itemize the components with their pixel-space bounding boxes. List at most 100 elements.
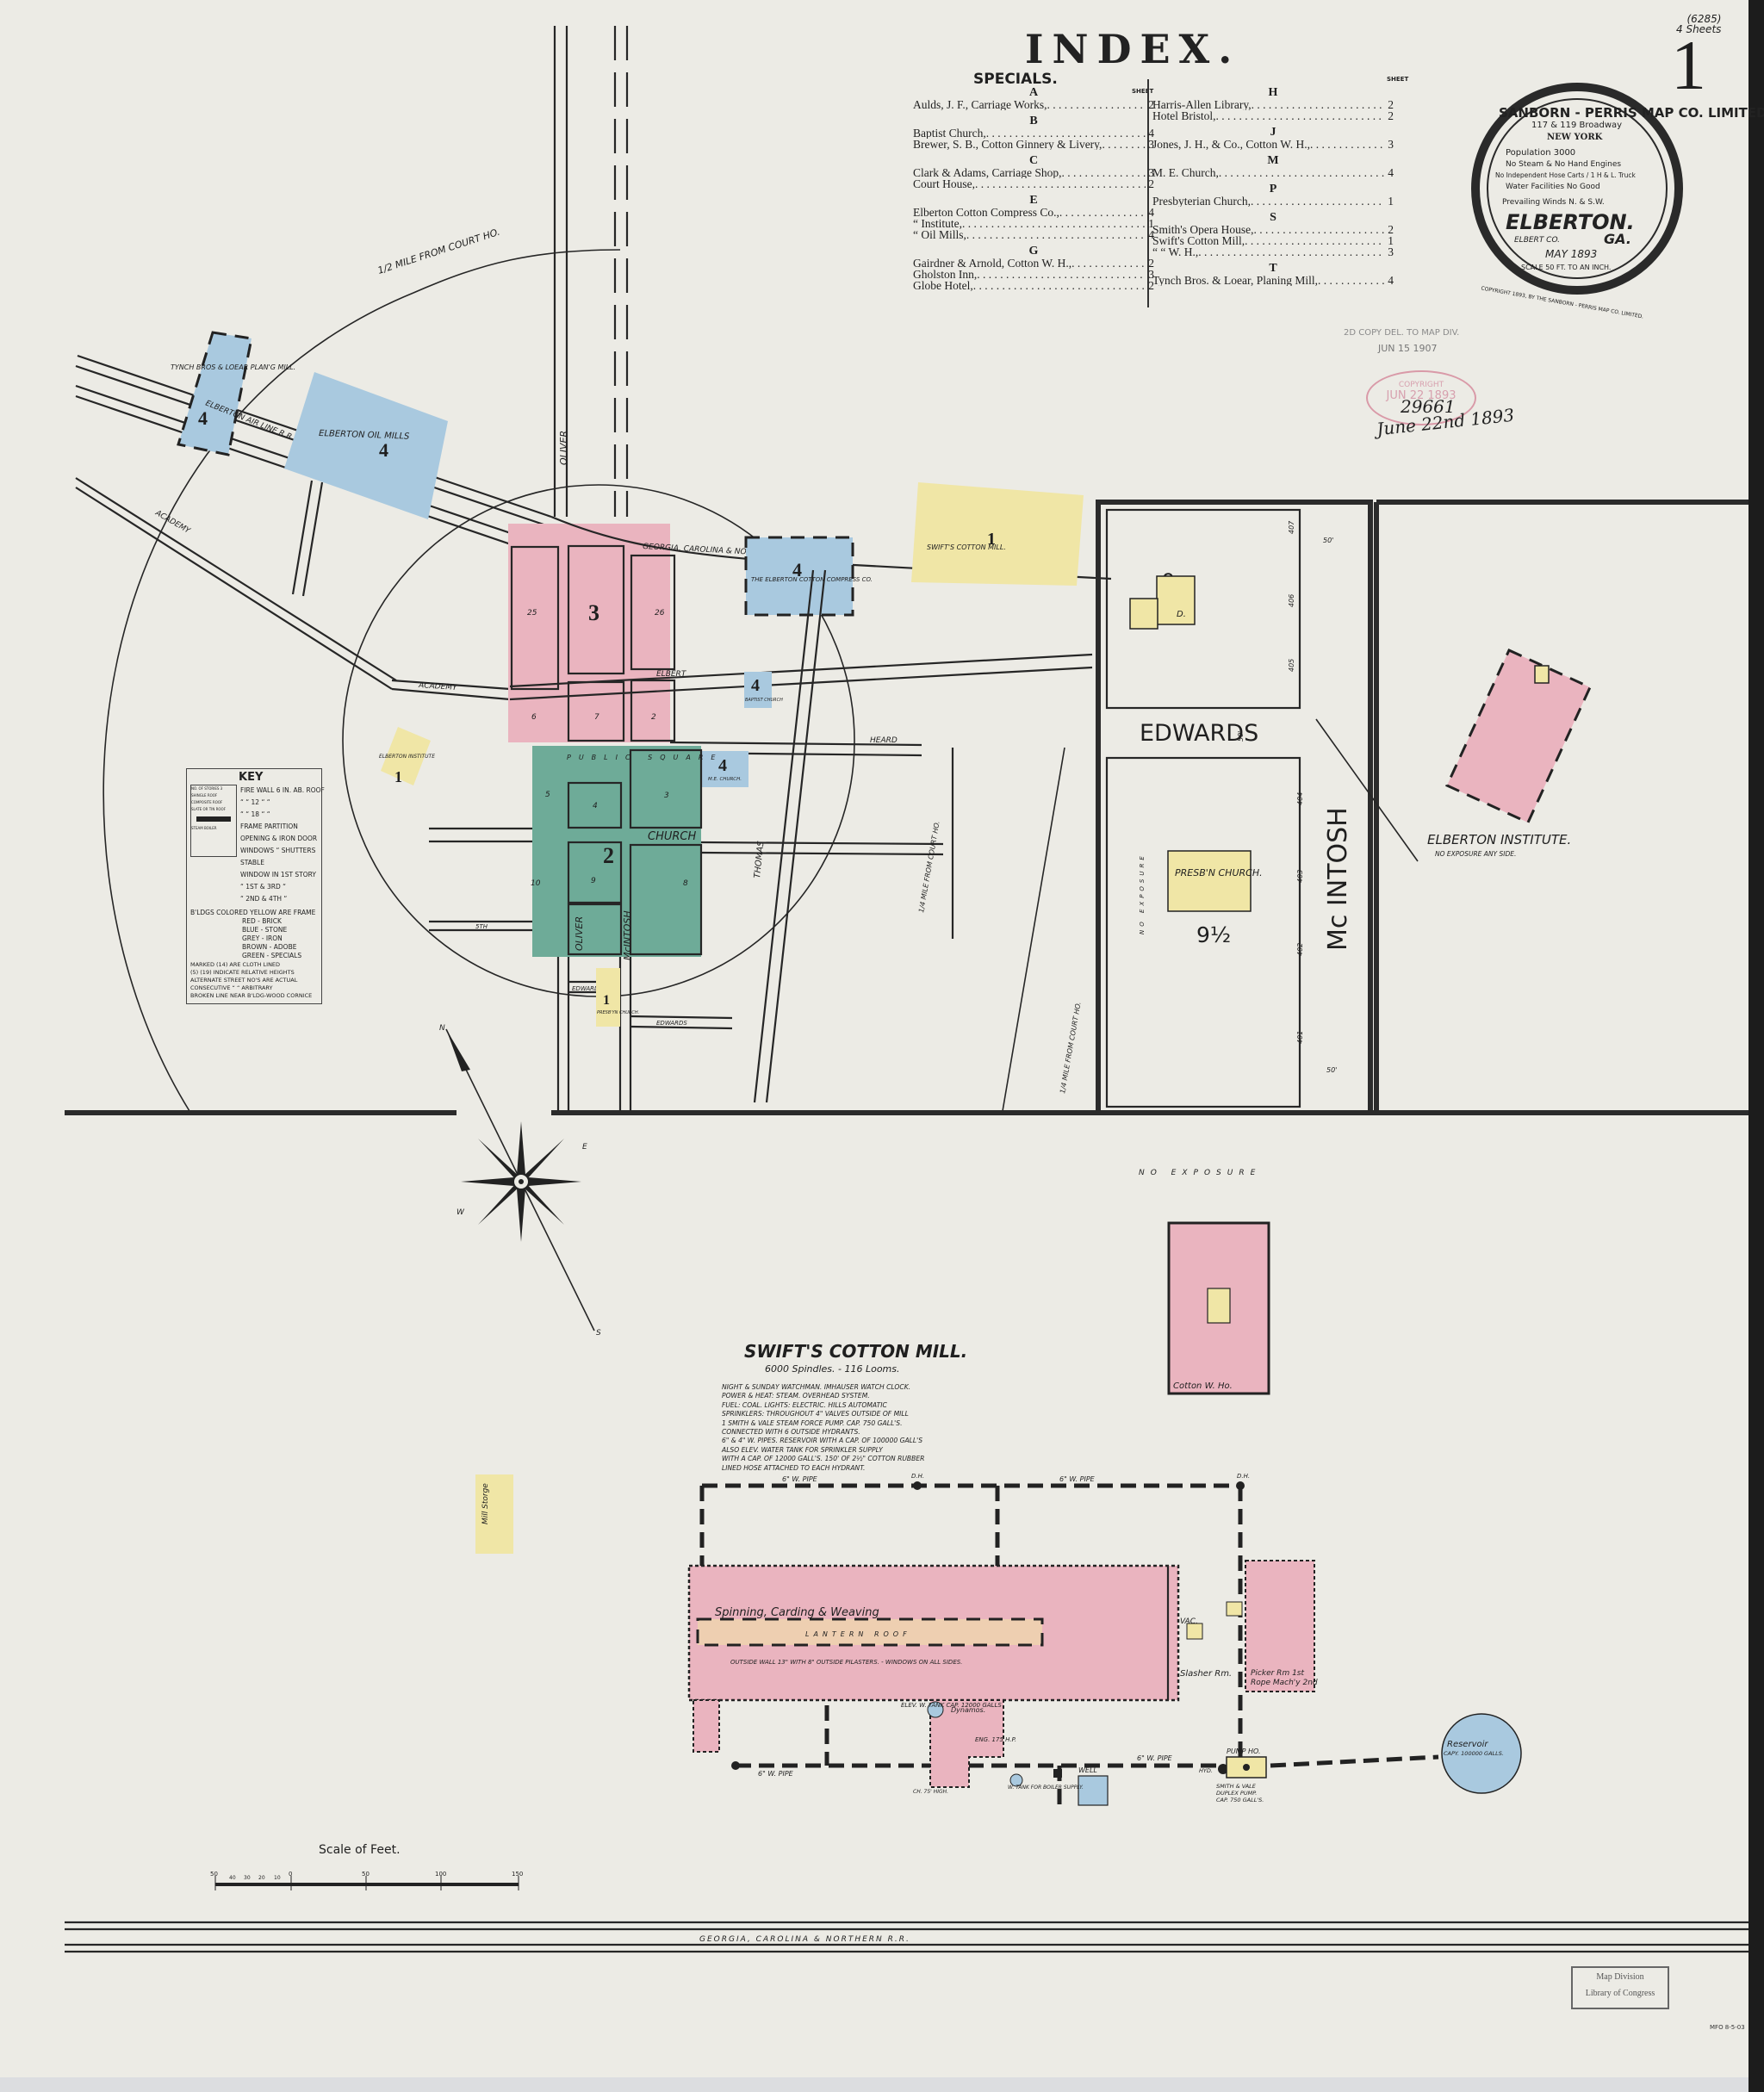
- key-symbol-label: SLATE OR TIN ROOF: [191, 807, 226, 811]
- house-number: 404: [1296, 792, 1304, 805]
- index-entry-name: Gholston Inn,: [913, 269, 978, 280]
- academy-road: [75, 487, 393, 690]
- key-note: MARKED (14) ARE CLOTH LINED: [190, 961, 281, 968]
- bridge-icon: [1226, 1601, 1243, 1617]
- block-number: 3: [664, 791, 669, 800]
- key-row: “ “ 18 “ “: [240, 810, 270, 818]
- key-row: “ 2ND & 4TH “: [240, 895, 288, 903]
- sheet-ref-oil-mills: 4: [379, 439, 388, 461]
- copyright-stamp-date: JUN 22 1893: [1386, 389, 1457, 402]
- key-row: FIRE WALL 6 IN. AB. ROOF: [240, 786, 325, 794]
- mill-subtitle: 6000 Spindles. - 116 Looms.: [765, 1363, 900, 1375]
- copyright-stamp-label: COPYRIGHT: [1398, 381, 1444, 389]
- index-entry-name: Swift's Cotton Mill,: [1152, 235, 1245, 246]
- index-leader-dots: [1071, 258, 1146, 269]
- picker-room: [1245, 1560, 1315, 1692]
- mill-note: Also Elev. Water Tank for Sprinkler Supp…: [722, 1445, 883, 1454]
- index-leader-dots: [973, 280, 1146, 291]
- pipe-label: 6" W. PIPE: [758, 1770, 794, 1778]
- elev-tank: [927, 1701, 944, 1718]
- mill-main-label: Spinning, Carding & Weaving: [715, 1606, 879, 1619]
- svg-text:S: S: [596, 1329, 601, 1338]
- sheet-number: 1: [1671, 26, 1706, 104]
- index-entry: Presbyterian Church,1: [1152, 196, 1394, 207]
- well-label: WELL: [1078, 1766, 1097, 1774]
- seal-population: Population 3000: [1506, 148, 1576, 158]
- street-label-academy: ACADEMY: [418, 681, 459, 692]
- mill-note: Power & Heat: Steam. Overhead System.: [722, 1392, 870, 1400]
- index-entry-sheet: 4: [1148, 207, 1154, 218]
- svg-text:W: W: [457, 1208, 465, 1217]
- pump-note: SMITH & VALE: [1216, 1783, 1257, 1790]
- street-label-fifth: 5TH: [475, 923, 488, 930]
- reservoir-label: Reservoir: [1447, 1740, 1488, 1749]
- sheet-ref-baptist: 4: [751, 676, 760, 695]
- svg-text:50: 50: [210, 1871, 218, 1878]
- seal-winds: Prevailing Winds N. & S.W.: [1502, 198, 1605, 207]
- svg-text:20: 20: [258, 1875, 265, 1881]
- compass-rose-icon: N E W S: [439, 1024, 601, 1338]
- handwritten-number: 29661: [1401, 396, 1456, 417]
- index-leader-dots: [1252, 99, 1386, 110]
- key-symbol-label: STEAM BOILER: [191, 826, 217, 830]
- archivist-initials: MFO 8-5-03: [1710, 2024, 1745, 2031]
- index-entry-sheet: 4: [1148, 229, 1154, 240]
- key-row: OPENING & IRON DOOR: [240, 835, 318, 842]
- sheet-ref-me-church: 4: [718, 756, 727, 775]
- index-entry-sheet: 1: [1388, 235, 1394, 246]
- index-entry-name: Brewer, S. B., Cotton Ginnery & Livery,: [913, 139, 1102, 150]
- index-entry-name: Aulds, J. F., Carriage Works,: [913, 99, 1047, 110]
- index-letter: J: [1270, 126, 1276, 139]
- svg-text:N: N: [439, 1024, 445, 1033]
- pump-icon: [1243, 1764, 1250, 1771]
- publisher-seal: SANBORN - PERRIS MAP CO. LIMITED 117 & 1…: [1471, 83, 1764, 295]
- seal-scale: SCALE 50 FT. TO AN INCH.: [1521, 264, 1612, 271]
- dh-label: D.H.: [1237, 1473, 1250, 1480]
- block-number: 6: [531, 713, 537, 722]
- index-entry: Globe Hotel,2: [913, 280, 1154, 291]
- engine-label: ENG. 175 H.P.: [975, 1736, 1016, 1743]
- index-letter: E: [1029, 194, 1038, 207]
- index-letter: B: [1029, 115, 1038, 127]
- sheet-ref-swifts: 1: [987, 530, 996, 549]
- index-entry: Elberton Cotton Compress Co.,4: [913, 207, 1154, 218]
- lantern-roof: [698, 1619, 1042, 1645]
- sheet-catalog-number: (6285): [1686, 13, 1722, 25]
- key-color-legend: GREY - IRON: [242, 934, 283, 942]
- library-of-congress-stamp: Map Division Library of Congress: [1571, 1966, 1669, 2009]
- dynamos-label: Dynamos.: [951, 1706, 985, 1714]
- dwelling-building: [1156, 575, 1196, 625]
- sheet-2-blocks: [567, 748, 703, 956]
- street-label-elbert: ELBERT: [656, 670, 687, 679]
- mill-note: Lined Hose Attached to Each Hydrant.: [722, 1463, 866, 1472]
- block-number: 5: [545, 791, 550, 799]
- index-leader-dots: [962, 218, 1146, 229]
- elbert-street: [509, 653, 1093, 688]
- frontage-label: 50': [1323, 537, 1333, 544]
- sheet-ref-presb: 1: [603, 993, 610, 1008]
- index-entry: Jones, J. H., & Co., Cotton W. H.,3: [1152, 139, 1394, 150]
- cotton-warehouse-label: Cotton W. Ho.: [1173, 1381, 1233, 1391]
- svg-text:50: 50: [362, 1871, 370, 1878]
- index-entry-sheet: 2: [1388, 224, 1394, 235]
- house-number: 401: [1296, 1031, 1304, 1044]
- index-entry-sheet: 4: [1388, 275, 1394, 286]
- institute-tower: [1534, 665, 1550, 684]
- index-entry-name: Tynch Bros. & Loear, Planing Mill,: [1152, 275, 1318, 286]
- key-color-legend: RED - BRICK: [242, 917, 282, 925]
- block-number: 7: [594, 713, 599, 722]
- svg-text:30: 30: [244, 1875, 251, 1881]
- block-number: 2: [651, 713, 656, 722]
- elberton-institute-building: [1447, 650, 1590, 823]
- heard-street: [669, 741, 922, 747]
- index-entry-sheet: 3: [1388, 139, 1394, 150]
- index-entry-sheet: 2: [1148, 99, 1154, 110]
- dh-label: D.H.: [911, 1473, 924, 1480]
- building-me-church: [701, 751, 748, 787]
